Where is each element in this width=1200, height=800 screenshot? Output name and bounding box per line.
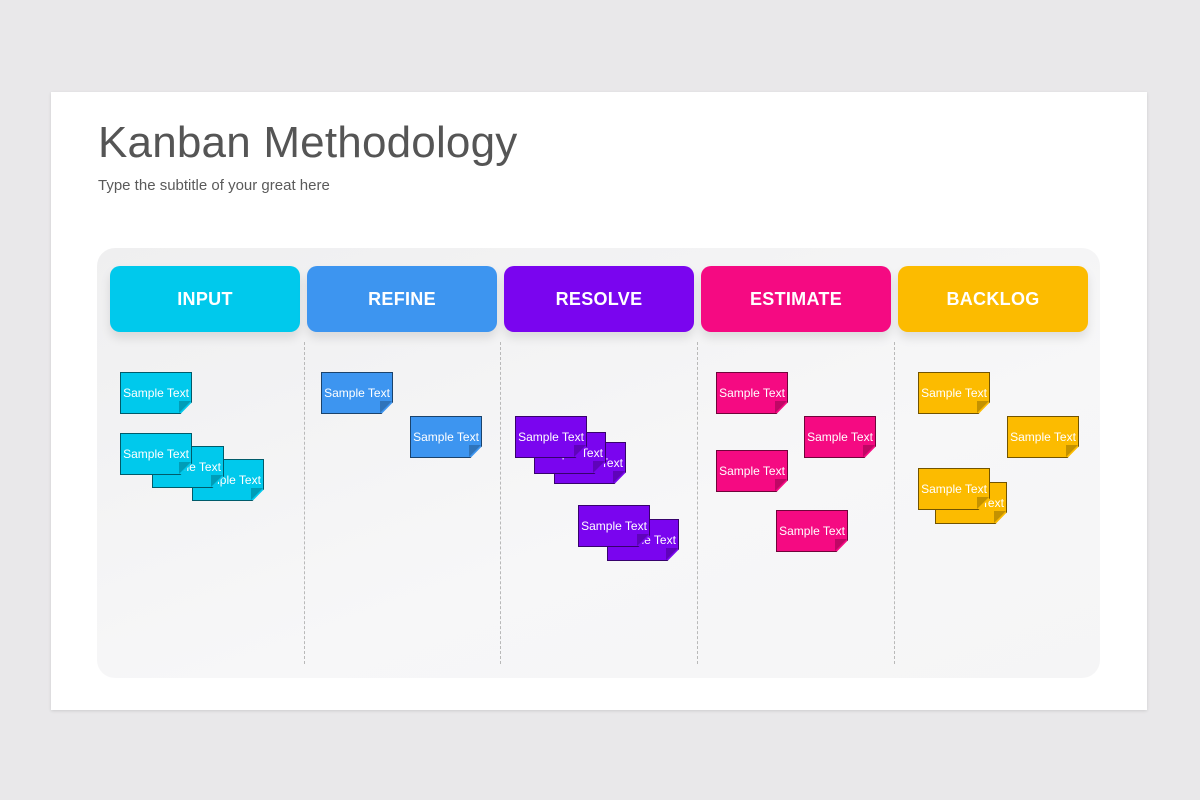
column-header-resolve[interactable]: RESOLVE — [504, 266, 694, 332]
sticky-note[interactable]: Sample Text — [716, 372, 788, 414]
sticky-note[interactable]: Sample Text — [578, 505, 650, 547]
sticky-note[interactable]: Sample Text — [918, 372, 990, 414]
sticky-note[interactable]: Sample Text — [120, 372, 192, 414]
sticky-note[interactable]: Sample Text — [776, 510, 848, 552]
sticky-note[interactable]: Sample Text — [515, 416, 587, 458]
sticky-note[interactable]: Sample Text — [804, 416, 876, 458]
column-divider — [697, 342, 698, 664]
column-header-input[interactable]: INPUT — [110, 266, 300, 332]
sticky-note[interactable]: Sample Text — [1007, 416, 1079, 458]
column-header-estimate[interactable]: ESTIMATE — [701, 266, 891, 332]
column-divider — [500, 342, 501, 664]
page-subtitle: Type the subtitle of your great here — [98, 177, 330, 194]
page-title: Kanban Methodology — [98, 118, 518, 167]
sticky-note[interactable]: Sample Text — [918, 468, 990, 510]
sticky-note[interactable]: Sample Text — [120, 433, 192, 475]
sticky-note[interactable]: Sample Text — [410, 416, 482, 458]
sticky-note[interactable]: Sample Text — [321, 372, 393, 414]
column-header-refine[interactable]: REFINE — [307, 266, 497, 332]
sticky-note[interactable]: Sample Text — [716, 450, 788, 492]
column-divider — [304, 342, 305, 664]
column-header-backlog[interactable]: BACKLOG — [898, 266, 1088, 332]
column-divider — [894, 342, 895, 664]
